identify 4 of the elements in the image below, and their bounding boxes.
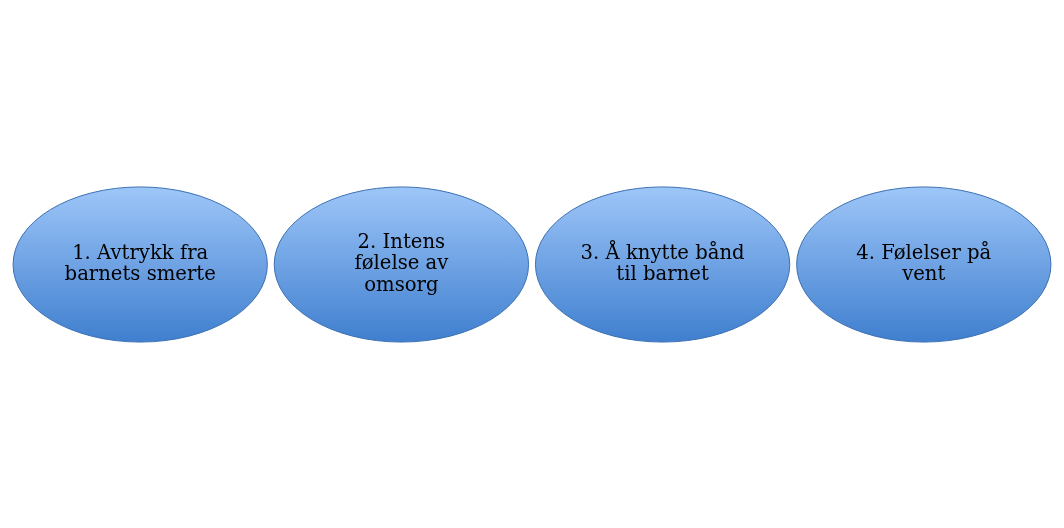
node-ellipse: 1. Avtrykk fra barnets smerte [12,185,268,343]
node-ellipse: 3. Å knytte bånd til barnet [534,185,791,343]
node-ellipse: 2. Intens følelse av omsorg [273,185,530,343]
node-ellipse: 4. Følelser på vent [796,185,1052,343]
